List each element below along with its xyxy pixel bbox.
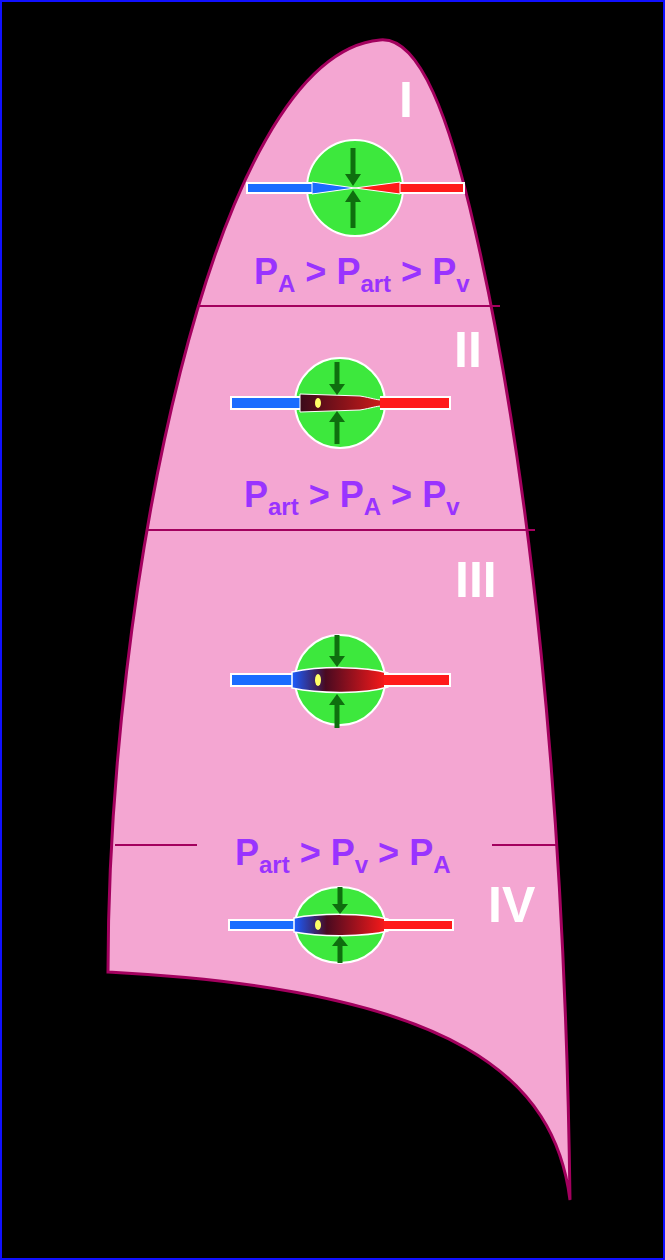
pressure-symbol: P xyxy=(235,835,259,871)
pressure-relation: Part>Pv>PA xyxy=(229,833,457,873)
pressure-symbol: P xyxy=(409,835,433,871)
pressure-subscript: A xyxy=(433,853,450,877)
comparison-sign: > xyxy=(391,477,412,513)
comparison-sign: > xyxy=(309,477,330,513)
pressure-relation: PA>Part>Pv xyxy=(248,252,476,292)
pressure-subscript: v xyxy=(456,272,469,296)
pressure-symbol: P xyxy=(244,477,268,513)
zone-number: III xyxy=(455,555,497,605)
pressure-symbol: P xyxy=(340,477,364,513)
pressure-subscript: art xyxy=(360,272,391,296)
pressure-symbol: P xyxy=(422,477,446,513)
comparison-sign: > xyxy=(401,254,422,290)
pressure-subscript: A xyxy=(278,272,295,296)
zone-number: II xyxy=(454,325,482,375)
pressure-subscript: v xyxy=(355,853,368,877)
zone-number: I xyxy=(399,75,413,125)
pressure-symbol: P xyxy=(254,254,278,290)
pressure-symbol: P xyxy=(336,254,360,290)
zone-number: IV xyxy=(488,880,535,930)
pressure-symbol: P xyxy=(331,835,355,871)
pressure-subscript: art xyxy=(268,495,299,519)
pressure-symbol: P xyxy=(432,254,456,290)
comparison-sign: > xyxy=(305,254,326,290)
comparison-sign: > xyxy=(300,835,321,871)
pressure-subscript: v xyxy=(446,495,459,519)
pressure-subscript: A xyxy=(364,495,381,519)
pressure-subscript: art xyxy=(259,853,290,877)
pressure-relation: Part>PA>Pv xyxy=(238,475,466,515)
comparison-sign: > xyxy=(378,835,399,871)
